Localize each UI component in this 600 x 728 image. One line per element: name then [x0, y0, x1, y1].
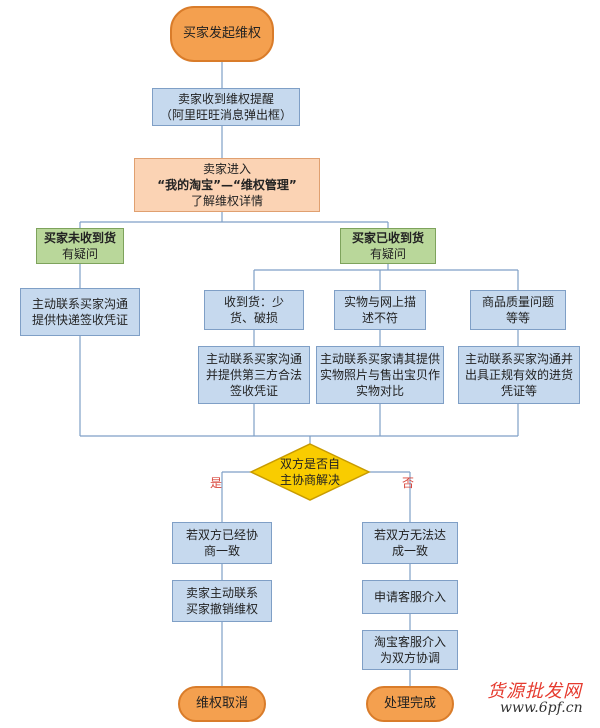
not-match-node: 实物与网上描 述不符: [334, 290, 426, 330]
quality-node: 商品质量问题 等等: [470, 290, 566, 330]
no-label: 否: [402, 476, 415, 490]
watermark-url: www.6pf.cn: [500, 700, 583, 716]
start-node: 买家发起维权: [170, 6, 274, 62]
yes-label: 是: [210, 476, 223, 490]
cancel-end-node: 维权取消: [178, 686, 266, 722]
contact-proof-node: 主动联系买家沟通 提供快递签收凭证: [20, 288, 140, 336]
received-node: 买家已收到货 有疑问: [340, 228, 436, 264]
enter-node: 卖家进入 “我的淘宝”—“维权管理” 了解维权详情: [134, 158, 320, 212]
decision-diamond: [249, 443, 371, 501]
short-damaged-node: 收到货：少 货、破损: [204, 290, 304, 330]
invoice-node: 主动联系买家沟通并 出具正规有效的进货 凭证等: [458, 346, 580, 404]
taobao-cs-node: 淘宝客服介入 为双方协调: [362, 630, 458, 670]
cancel-contact-node: 卖家主动联系 买家撤销维权: [172, 580, 272, 622]
apply-cs-node: 申请客服介入: [362, 580, 458, 614]
agreed-node: 若双方已经协 商一致: [172, 522, 272, 564]
notify-node: 卖家收到维权提醒 （阿里旺旺消息弹出框）: [152, 88, 300, 126]
not-agreed-node: 若双方无法达 成一致: [362, 522, 458, 564]
done-end-node: 处理完成: [366, 686, 454, 722]
watermark-title: 货源批发网: [487, 681, 582, 702]
decision-label: 双方是否自 主协商解决: [279, 457, 340, 487]
photos-node: 主动联系买家请其提供 实物照片与售出宝贝作 实物对比: [316, 346, 444, 404]
not-received-node: 买家未收到货 有疑问: [36, 228, 124, 264]
third-party-node: 主动联系买家沟通 并提供第三方合法 签收凭证: [198, 346, 310, 404]
